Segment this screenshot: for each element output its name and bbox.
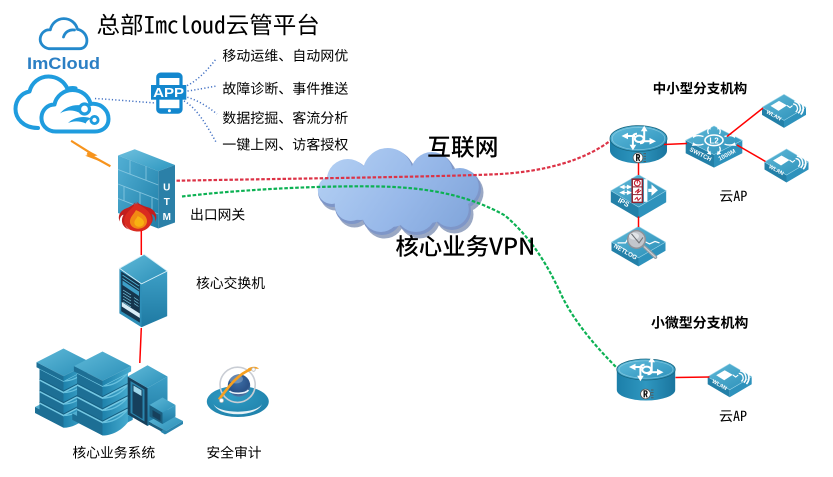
svg-text:L2: L2 bbox=[709, 137, 719, 146]
svg-text:T: T bbox=[164, 197, 170, 208]
svg-text:ImCloud: ImCloud bbox=[27, 55, 100, 73]
svg-text:U: U bbox=[163, 183, 170, 194]
svg-text:M: M bbox=[163, 212, 171, 223]
svg-text:APP: APP bbox=[153, 86, 184, 100]
